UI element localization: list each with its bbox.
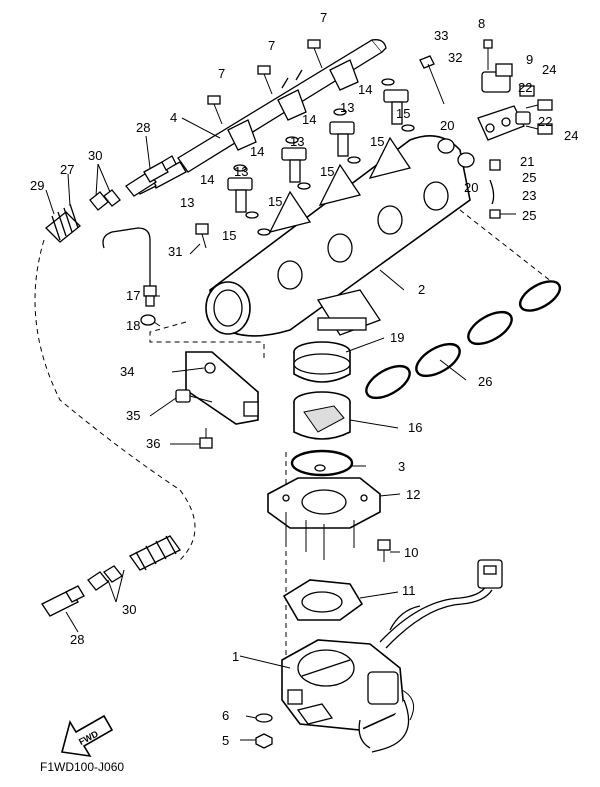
callout-14b: 14 (250, 144, 264, 159)
fwd-arrow-icon: FWD (60, 714, 114, 758)
fuel-injectors (227, 89, 409, 213)
callout-17: 17 (126, 288, 140, 303)
callout-labels: 1 2 3 4 5 6 7 7 7 8 9 10 11 12 13 13 13 … (30, 10, 578, 748)
wire-harness (371, 559, 503, 753)
callout-2: 2 (418, 282, 425, 297)
callout-20b: 20 (464, 180, 478, 195)
callout-13d: 13 (340, 100, 354, 115)
sensor-assembly (419, 39, 553, 219)
callout-32: 32 (448, 50, 462, 65)
callout-4: 4 (170, 110, 177, 125)
callout-23: 23 (522, 188, 536, 203)
diagram-code: F1WD100-J060 (40, 760, 124, 774)
callout-13c: 13 (290, 134, 304, 149)
callout-21: 21 (520, 154, 534, 169)
callout-20a: 20 (440, 118, 454, 133)
callout-10: 10 (404, 545, 418, 560)
leader-lines (45, 117, 467, 741)
callout-22a: 22 (518, 80, 532, 95)
callout-30b: 30 (122, 602, 136, 617)
callout-1: 1 (232, 649, 239, 664)
callout-7a: 7 (218, 66, 225, 81)
callout-25b: 25 (522, 208, 536, 223)
callout-9: 9 (526, 52, 533, 67)
callout-15a: 15 (222, 228, 236, 243)
callout-7c: 7 (320, 10, 327, 25)
callout-27: 27 (60, 162, 74, 177)
callout-18: 18 (126, 318, 140, 333)
callout-15c: 15 (320, 164, 334, 179)
callout-3: 3 (398, 459, 405, 474)
collar (293, 341, 351, 383)
callout-14d: 14 (358, 82, 372, 97)
fuel-line-lower (41, 535, 181, 617)
callout-34: 34 (120, 364, 134, 379)
callout-24a: 24 (542, 62, 556, 77)
callout-13a: 13 (180, 195, 194, 210)
fuel-rail (134, 39, 387, 195)
callout-5: 5 (222, 733, 229, 748)
callout-30a: 30 (88, 148, 102, 163)
callout-13b: 13 (234, 164, 248, 179)
callout-26: 26 (478, 374, 492, 389)
adapter-plate (267, 477, 391, 562)
callout-28a: 28 (136, 120, 150, 135)
callout-15e: 15 (396, 106, 410, 121)
bracket (175, 351, 259, 449)
callout-33: 33 (434, 28, 448, 43)
callout-28b: 28 (70, 632, 84, 647)
callout-29: 29 (30, 178, 44, 193)
callout-14c: 14 (302, 112, 316, 127)
bolt-31 (195, 223, 209, 249)
callout-25a: 25 (522, 170, 536, 185)
callout-19: 19 (390, 330, 404, 345)
rail-bolts (207, 39, 323, 125)
filter (293, 391, 351, 440)
callout-16: 16 (408, 420, 422, 435)
callout-22b: 22 (538, 114, 552, 129)
callout-24b: 24 (564, 128, 578, 143)
callout-15b: 15 (268, 194, 282, 209)
callout-6: 6 (222, 708, 229, 723)
callout-8: 8 (478, 16, 485, 31)
callout-35: 35 (126, 408, 140, 423)
callout-11: 11 (402, 583, 416, 598)
callout-31: 31 (168, 244, 182, 259)
callout-14a: 14 (200, 172, 214, 187)
fuel-line-upper (45, 155, 177, 243)
callout-7b: 7 (268, 38, 275, 53)
o-rings (233, 78, 415, 236)
throttle-gasket (282, 579, 364, 621)
callout-36: 36 (146, 436, 160, 451)
callout-12: 12 (406, 487, 420, 502)
fuel-pipe (102, 227, 157, 326)
intake-manifold (205, 134, 471, 337)
throttle-body (281, 639, 415, 749)
o-ring-3 (290, 449, 354, 477)
callout-15d: 15 (370, 134, 384, 149)
washer-nut (255, 713, 273, 749)
manifold-gaskets (365, 280, 562, 400)
